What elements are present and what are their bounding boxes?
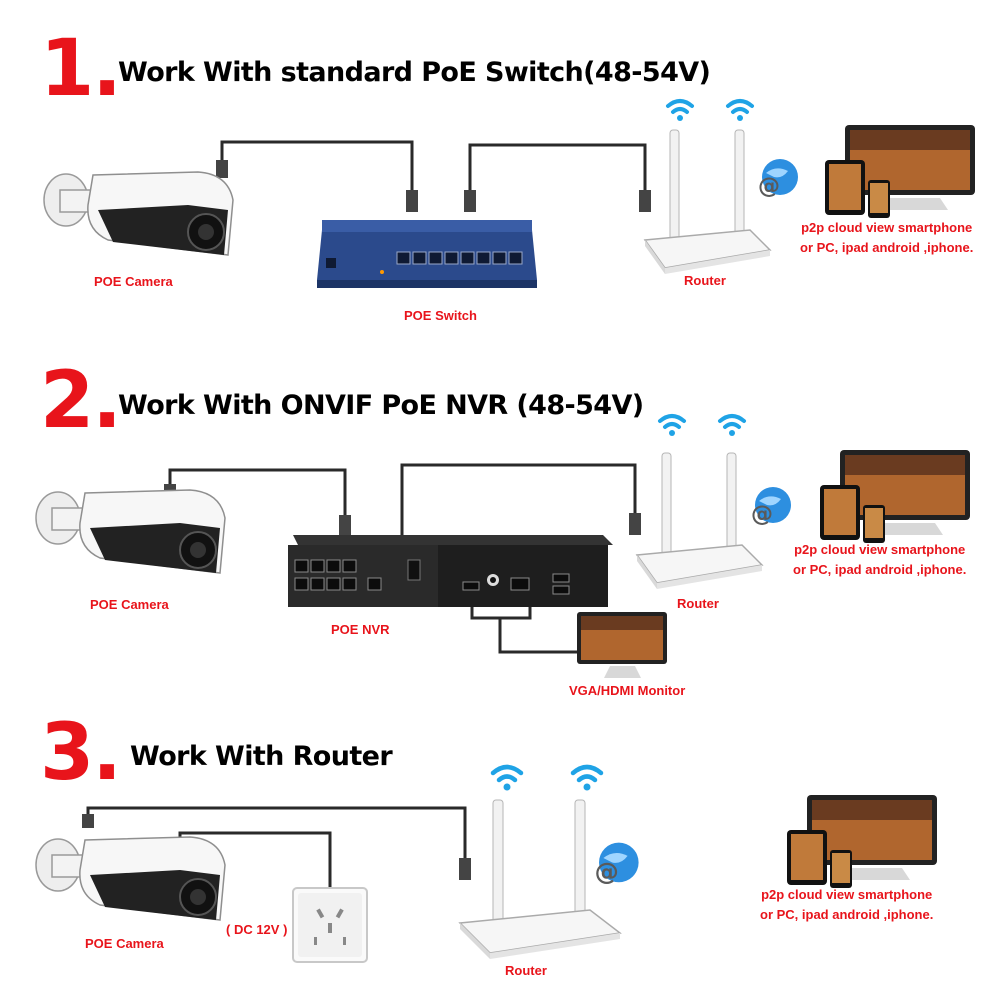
p2p-line-2: or PC, ipad android ,iphone.: [793, 562, 967, 577]
label-poe-camera-1: POE Camera: [94, 274, 173, 289]
devices-3: [782, 790, 942, 890]
devices-icon: [787, 795, 937, 888]
router-icon: [643, 99, 772, 274]
devices-1: [820, 120, 980, 220]
section-title-2: Work With ONVIF PoE NVR (48-54V): [118, 390, 644, 421]
vga-hdmi-monitor: [575, 610, 670, 682]
cable-camera-nvr-2: [168, 468, 347, 520]
cloud-globe-3: @: [588, 838, 643, 888]
section-title-3: Work With Router: [130, 741, 393, 772]
label-router-2: Router: [677, 596, 719, 611]
cloud-globe-2: @: [745, 483, 795, 528]
p2p-text-1: p2p cloud view smartphone or PC, ipad an…: [800, 218, 973, 258]
cloud-globe-icon: @: [758, 159, 798, 199]
power-socket-icon: [292, 887, 368, 963]
cloud-globe-icon: @: [595, 842, 639, 886]
camera-2: [30, 478, 230, 588]
label-router-3: Router: [505, 963, 547, 978]
p2p-line-2: or PC, ipad android ,iphone.: [760, 907, 934, 922]
bullet-camera-icon: [43, 171, 234, 256]
step-number-2: 2.: [40, 356, 122, 446]
svg-text:@: @: [751, 502, 773, 527]
cloud-globe-icon: @: [751, 487, 791, 527]
poe-switch: [312, 210, 542, 295]
label-dc-12v: ( DC 12V ): [226, 922, 288, 937]
router-3: [455, 755, 625, 960]
cable-nvr-monitor-2: [470, 598, 580, 654]
cloud-globe-1: @: [752, 155, 802, 200]
p2p-text-3: p2p cloud view smartphone or PC, ipad an…: [760, 885, 933, 925]
cable-switch-router-1: [468, 143, 647, 192]
label-router-1: Router: [684, 273, 726, 288]
devices-icon: [820, 450, 970, 543]
p2p-line-2: or PC, ipad android ,iphone.: [800, 240, 974, 255]
label-poe-switch: POE Switch: [404, 308, 477, 323]
poe-switch-icon: [317, 220, 537, 288]
label-poe-camera-3: POE Camera: [85, 936, 164, 951]
svg-text:@: @: [595, 858, 619, 886]
step-number-1: 1.: [40, 24, 122, 114]
wifi-icon: [666, 99, 754, 114]
step-number-3: 3.: [40, 708, 122, 798]
router-icon: [635, 414, 764, 589]
poe-nvr: [283, 520, 613, 610]
wifi-icon: [490, 764, 604, 783]
section-title-1: Work With standard PoE Switch(48-54V): [118, 57, 711, 88]
router-2: [632, 405, 767, 590]
power-outlet: [290, 885, 370, 965]
bullet-camera-icon: [35, 489, 226, 574]
router-1: [640, 90, 775, 275]
p2p-text-2: p2p cloud view smartphone or PC, ipad an…: [793, 540, 966, 580]
bullet-camera-icon: [35, 836, 226, 921]
nvr-icon: [288, 535, 613, 607]
label-poe-nvr: POE NVR: [331, 622, 390, 637]
router-icon: [458, 764, 622, 959]
cable-camera-switch-1: [220, 140, 414, 190]
label-poe-camera-2: POE Camera: [90, 597, 169, 612]
cable-nvr-router-2: [400, 463, 637, 560]
p2p-line-1: p2p cloud view smartphone: [801, 220, 973, 235]
devices-2: [815, 445, 975, 545]
p2p-line-1: p2p cloud view smartphone: [761, 887, 933, 902]
devices-icon: [825, 125, 975, 218]
monitor-icon: [577, 612, 667, 678]
camera-1: [38, 160, 238, 270]
camera-3: [30, 825, 230, 935]
svg-text:@: @: [758, 174, 780, 199]
label-vga-hdmi-monitor: VGA/HDMI Monitor: [569, 683, 686, 698]
wifi-icon: [658, 414, 746, 429]
p2p-line-1: p2p cloud view smartphone: [794, 542, 966, 557]
